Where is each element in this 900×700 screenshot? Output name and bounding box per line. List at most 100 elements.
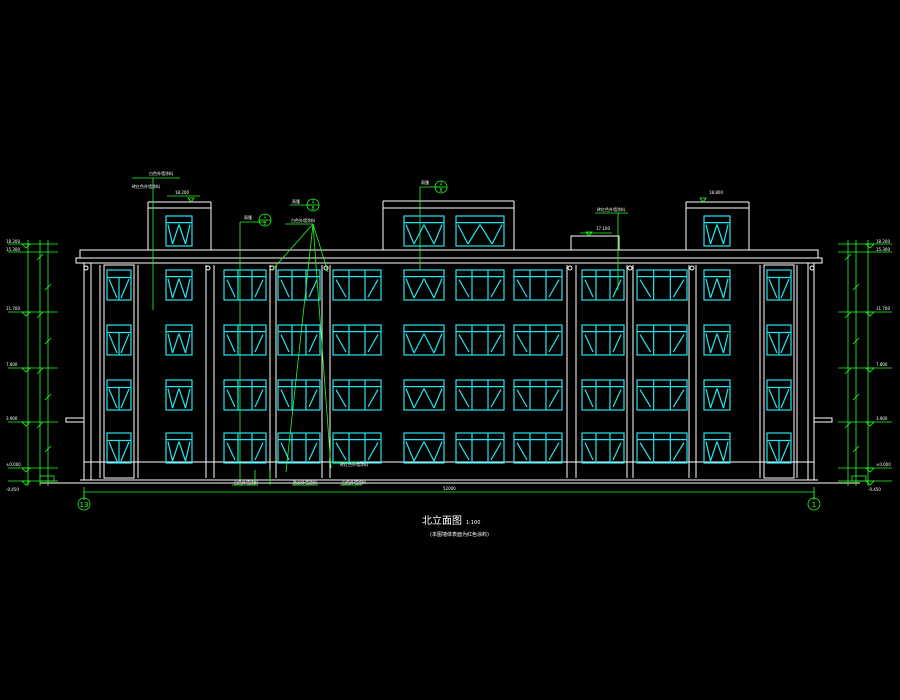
window [703, 269, 731, 301]
window [636, 379, 688, 411]
annotations-text: 白色外墙涂料 砖红色外墙涂料 18.200 雨篷 雨篷 白色外墙涂料 雨篷 砖红… [132, 170, 723, 491]
callout-sheet: 8 [439, 188, 442, 194]
callout-bubble-1: 1 8 [258, 213, 272, 227]
callout-number: 1 [263, 214, 266, 220]
callout-sheet: 8 [263, 221, 266, 227]
elev-ground: ±0.000 [876, 462, 891, 467]
window [403, 215, 445, 247]
window [165, 432, 193, 464]
window [581, 432, 625, 464]
right-dimension-chain [838, 240, 892, 486]
window [455, 432, 505, 464]
window [636, 432, 688, 464]
callout-text-2: 雨篷 [292, 198, 300, 204]
elev-floor1: 3.900 [876, 416, 888, 421]
window [332, 379, 382, 411]
window [636, 269, 688, 301]
window [703, 215, 731, 247]
window [165, 269, 193, 301]
window [403, 379, 445, 411]
pilasters [83, 265, 815, 478]
window [455, 324, 505, 356]
window [455, 215, 505, 247]
elev-base: -0.450 [6, 487, 19, 492]
window [455, 269, 505, 301]
axis-bubble-left: 13 [77, 492, 91, 511]
window [277, 324, 321, 356]
window [513, 324, 563, 356]
callout-number: 1 [311, 199, 314, 205]
callout-sheet: 8 [311, 206, 314, 212]
axis-label: 13 [80, 501, 89, 509]
bottom-note-4: 白色外墙涂料 [342, 479, 366, 485]
window [455, 379, 505, 411]
window [581, 269, 625, 301]
window [703, 432, 731, 464]
window [223, 379, 267, 411]
window [403, 432, 445, 464]
window [165, 324, 193, 356]
facade-note-4: 砖红色外墙涂料 [597, 206, 625, 212]
elev-floor3: 11.700 [876, 306, 890, 311]
elev-roof: 15.300 [876, 247, 890, 252]
window [332, 432, 382, 464]
roof-penthouses [147, 200, 750, 251]
window [165, 215, 193, 247]
window [581, 324, 625, 356]
elev-base: -0.450 [868, 487, 881, 492]
elev-top: 18.200 [876, 239, 890, 244]
elev-ground: ±0.000 [6, 462, 21, 467]
window [165, 379, 193, 411]
callout-bubble-2: 1 8 [306, 198, 320, 212]
annotation-leaders [39, 177, 867, 500]
elevation-labels-left: 18.200 15.300 11.700 7.800 3.900 ±0.000 … [6, 239, 21, 492]
elevation-labels-right: 18.200 15.300 11.700 7.800 3.900 ±0.000 … [868, 239, 891, 492]
elev-floor3: 11.700 [6, 306, 20, 311]
window [513, 269, 563, 301]
roof-mark-left: 18.200 [175, 190, 189, 195]
window [636, 324, 688, 356]
window [223, 269, 267, 301]
window [277, 379, 321, 411]
window [513, 432, 563, 464]
bottom-note-3: 防水外墙涂料 [293, 479, 317, 485]
main-building [40, 249, 860, 484]
axis-bubble-right: 1 [807, 492, 821, 511]
elev-floor1: 3.900 [6, 416, 18, 421]
callout-text-1: 雨篷 [244, 214, 252, 220]
axis-label: 1 [812, 501, 816, 509]
callout-text-3: 雨篷 [421, 179, 429, 185]
window [332, 269, 382, 301]
window [277, 432, 321, 464]
roof-mark-mid: 17.100 [596, 226, 610, 231]
drawing-title-block: 北立面图 1:100 (本图墙体表面为红色涂料) [422, 514, 489, 538]
window [581, 379, 625, 411]
callout-bubble-3: 2 8 [434, 180, 448, 194]
total-dimension: 52000 [443, 486, 456, 491]
window [332, 324, 382, 356]
drawing-subtitle: (本图墙体表面为红色涂料) [430, 531, 489, 538]
elev-floor2: 7.800 [6, 362, 18, 367]
facade-note-2: 砖红色外墙涂料 [132, 183, 160, 189]
callout-number: 2 [439, 181, 442, 187]
window [277, 269, 321, 301]
window [223, 432, 267, 464]
window [703, 379, 731, 411]
facade-note-3: 白色外墙涂料 [291, 217, 315, 223]
facade-note-1: 白色外墙涂料 [149, 170, 173, 176]
drawing-title: 北立面图 [422, 514, 462, 527]
window [403, 269, 445, 301]
roof-mark-right: 18.800 [709, 190, 723, 195]
elev-top: 18.200 [6, 239, 20, 244]
window [223, 324, 267, 356]
drawing-scale: 1:100 [466, 520, 480, 526]
windows [106, 215, 792, 464]
bottom-note-2: 白色外墙涂料 [234, 479, 258, 485]
window [513, 379, 563, 411]
window [403, 324, 445, 356]
elev-floor2: 7.800 [876, 362, 888, 367]
window [703, 324, 731, 356]
elev-roof: 15.300 [6, 247, 20, 252]
bottom-note-1: 砖红色外墙涂料 [340, 461, 368, 467]
